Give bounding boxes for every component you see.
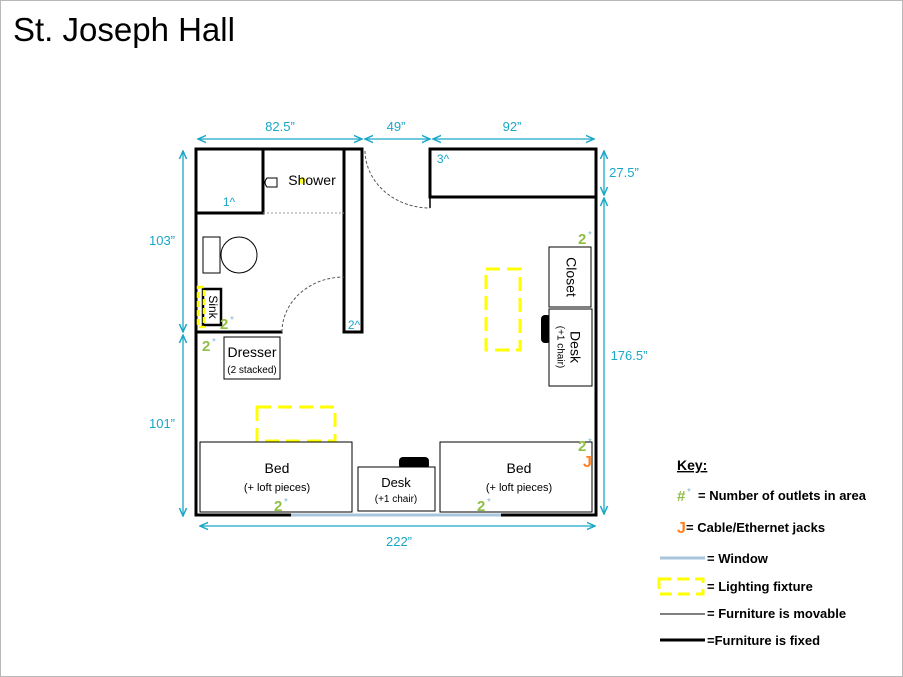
svg-text:*: * [284,497,288,508]
dim-total-width: 222” [386,534,412,549]
sink [201,287,223,327]
ethernet-jack-marker: J [583,454,592,471]
bed-left-note: (+ loft pieces) [244,482,310,494]
ceiling-light-right [484,267,522,352]
legend-movable-text: = Furniture is movable [707,606,846,621]
legend-outlet-star: * [687,487,691,498]
height-marker-2: 2^ [348,318,361,332]
closet-label: Closet [563,257,579,297]
sink-light-fixture [196,285,206,329]
desk-center-note: (+1 chair) [375,494,418,505]
shower-label: Shower [288,172,336,188]
svg-text:2: 2 [578,231,586,248]
legend-lighting-swatch [657,577,705,596]
desk-right-note: (+1 chair) [554,326,565,369]
shower-head-icon [264,177,278,188]
legend: Key: # * = Number of outlets in area J =… [657,457,867,648]
bed-right-note: (+ loft pieces) [486,482,552,494]
svg-text:*: * [487,497,491,508]
outlet-marker: 2* [274,497,288,515]
svg-text:2: 2 [220,316,228,333]
svg-text:*: * [230,315,234,326]
shower-light-fixture [299,177,308,185]
svg-text:*: * [588,437,592,448]
dim-bath-width: 82.5” [265,119,295,134]
dim-door-width: 49” [387,119,406,134]
entry-door[interactable] [364,150,431,209]
bed-left [199,441,353,513]
bed-right-label: Bed [507,460,532,476]
dimension-lines [183,139,604,526]
desk-center [357,466,436,512]
desk-right-label: Desk [567,331,583,364]
legend-jacks-text: = Cable/Ethernet jacks [686,520,825,535]
desk-center-label: Desk [381,475,411,490]
dim-left-lower: 101” [149,416,175,431]
outlet-marker: 2* [477,497,491,515]
svg-text:2: 2 [578,438,586,455]
dim-right-height: 176.5” [611,348,648,363]
bathroom-door[interactable] [281,276,345,333]
bed-left-label: Bed [265,460,290,476]
dresser [223,336,281,380]
height-marker-3: 3^ [437,152,450,166]
sink-label: Sink [206,295,220,319]
height-marker-1: 1^ [223,195,236,209]
svg-text:2: 2 [274,498,282,515]
dresser-label: Dresser [227,344,276,360]
legend-window-text: = Window [707,551,769,566]
legend-lighting-text: = Lighting fixture [707,579,813,594]
dim-left-upper: 103” [149,233,175,248]
svg-text:*: * [212,337,216,348]
dim-right-width: 92” [503,119,522,134]
legend-jack-symbol: J [677,520,686,537]
closet [548,246,592,308]
legend-outlet-symbol: # [677,488,686,505]
outlet-marker: 2* [578,437,592,455]
ceiling-light-left [255,405,337,443]
legend-title: Key: [677,457,707,473]
outlet-marker: 2* [578,230,592,248]
toilet [202,236,258,274]
svg-text:2: 2 [202,338,210,355]
desk-right [548,308,593,387]
walls [194,147,598,517]
dim-upper-depth: 27.5” [609,165,639,180]
outlet-marker: 2* [202,337,216,355]
page-title: St. Joseph Hall [13,11,235,48]
svg-text:2: 2 [477,498,485,515]
dresser-note: (2 stacked) [227,365,276,376]
bed-right [439,441,593,513]
legend-outlets-text: = Number of outlets in area [698,488,867,503]
legend-fixed-text: =Furniture is fixed [707,633,820,648]
svg-text:*: * [588,230,592,241]
desk-chair-center [399,457,429,469]
outlet-marker: 2* [220,315,234,333]
